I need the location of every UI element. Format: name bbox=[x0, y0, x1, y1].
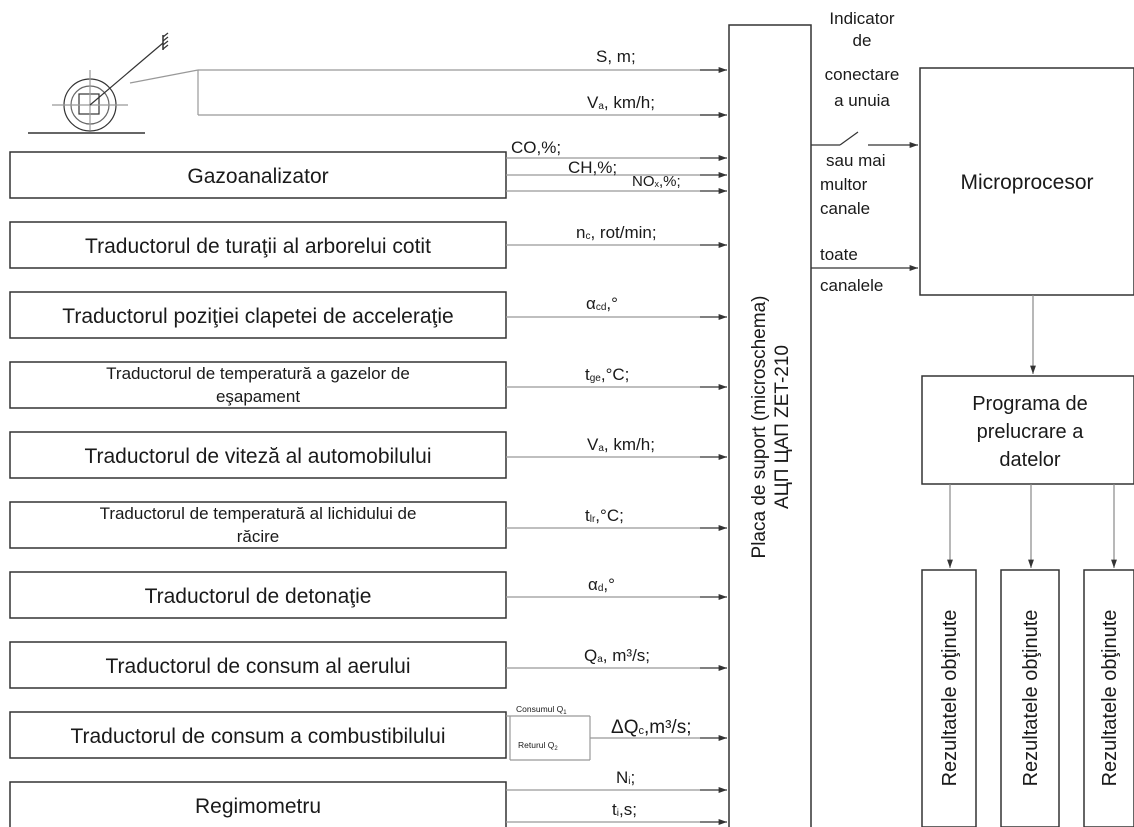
program-label-1: Programa de bbox=[972, 393, 1088, 415]
all-channels-text-2: canalele bbox=[820, 276, 883, 295]
microprocessor-label: Microprocesor bbox=[960, 171, 1093, 194]
indicator-text-5: sau mai bbox=[826, 151, 886, 170]
result-box-1 bbox=[921, 569, 977, 827]
result-box-2 bbox=[1000, 569, 1060, 827]
fuel-consum-label: Consumul Q1 bbox=[516, 704, 567, 716]
program-label-3: datelor bbox=[999, 449, 1060, 471]
sensor-label-temp-lichid-1: Traductorul de temperatură al lichidului… bbox=[100, 504, 417, 523]
program-label-2: prelucrare a bbox=[977, 421, 1085, 443]
signal-acd: αcd,° bbox=[586, 294, 618, 313]
indicator-text-3: conectare bbox=[825, 65, 900, 84]
microprocessor-box bbox=[919, 67, 1134, 296]
signal-ad: αd,° bbox=[588, 575, 615, 594]
indicator-text-6: multor bbox=[820, 175, 868, 194]
sensor-label-consum-aer: Traductorul de consum al aerului bbox=[105, 655, 410, 678]
sensor-box-viteza bbox=[9, 431, 507, 479]
signal-s: S, m; bbox=[596, 47, 636, 66]
sensor-label-consum-combustibil: Traductorul de consum a combustibilului bbox=[70, 725, 445, 748]
signal-va-wheel: Va, km/h; bbox=[587, 93, 655, 112]
all-channels-text-1: toate bbox=[820, 245, 858, 264]
program-box bbox=[921, 375, 1134, 485]
signal-ch: CH,%; bbox=[568, 158, 617, 177]
signal-dqc: ΔQc,m³/s; bbox=[611, 717, 691, 738]
result-label-3: Rezultatele obţinute bbox=[1099, 610, 1121, 787]
signal-qa: Qa, m³/s; bbox=[584, 646, 650, 665]
signal-va: Va, km/h; bbox=[587, 435, 655, 454]
sensor-label-clapeta: Traductorul poziţiei clapetei de acceler… bbox=[62, 305, 453, 328]
sensor-box-turatii bbox=[9, 221, 507, 269]
sensor-label-gazoanalizator: Gazoanalizator bbox=[187, 165, 328, 188]
signal-nox: NOx,%; bbox=[632, 173, 681, 190]
result-label-1: Rezultatele obţinute bbox=[939, 610, 961, 787]
indicator-text-2: de bbox=[853, 31, 872, 50]
sensor-label-temp-gaze-2: eşapament bbox=[216, 387, 300, 406]
sensor-label-detonatie: Traductorul de detonaţie bbox=[145, 585, 372, 608]
sensor-box-consum-combustibil bbox=[9, 711, 507, 759]
sensor-label-temp-gaze-1: Traductorul de temperatură a gazelor de bbox=[106, 364, 410, 383]
signal-tge: tge,°C; bbox=[585, 365, 629, 384]
sensor-label-viteza: Traductorul de viteză al automobilului bbox=[84, 445, 431, 468]
sensor-label-regimometru: Regimometru bbox=[195, 795, 321, 818]
signal-tlr: tlr,°C; bbox=[585, 506, 624, 525]
board-label-2: АЦП ЦАП ZET-210 bbox=[772, 345, 793, 509]
wheel-sensor-illustration bbox=[28, 32, 725, 134]
acquisition-board bbox=[728, 24, 812, 827]
indicator-text-7: canale bbox=[820, 199, 870, 218]
sensor-box-detonatie bbox=[9, 571, 507, 619]
sensor-box-clapeta bbox=[9, 291, 507, 339]
board-label-1: Placa de suport (microschema) bbox=[749, 296, 770, 559]
signal-co: CO,%; bbox=[511, 138, 561, 157]
signal-ti: ti,s; bbox=[612, 800, 637, 819]
sensor-box-temp-gaze bbox=[9, 361, 507, 409]
indicator-text-1: Indicator bbox=[829, 9, 895, 28]
result-box-3 bbox=[1083, 569, 1134, 827]
sensor-label-turatii: Traductorul de turaţii al arborelui coti… bbox=[85, 235, 431, 258]
sensor-box-consum-aer bbox=[9, 641, 507, 689]
sensor-box-temp-lichid bbox=[9, 501, 507, 549]
sensor-box-regimometru bbox=[9, 781, 507, 827]
sensor-box-gazoanalizator bbox=[9, 151, 507, 199]
signal-nc: nc, rot/min; bbox=[576, 223, 657, 242]
signal-ni: Ni; bbox=[616, 768, 635, 787]
indicator-text-4: a unuia bbox=[834, 91, 890, 110]
fuel-retur-label: Returul Q2 bbox=[518, 740, 558, 752]
result-label-2: Rezultatele obţinute bbox=[1020, 610, 1042, 787]
sensor-label-temp-lichid-2: răcire bbox=[237, 527, 280, 546]
